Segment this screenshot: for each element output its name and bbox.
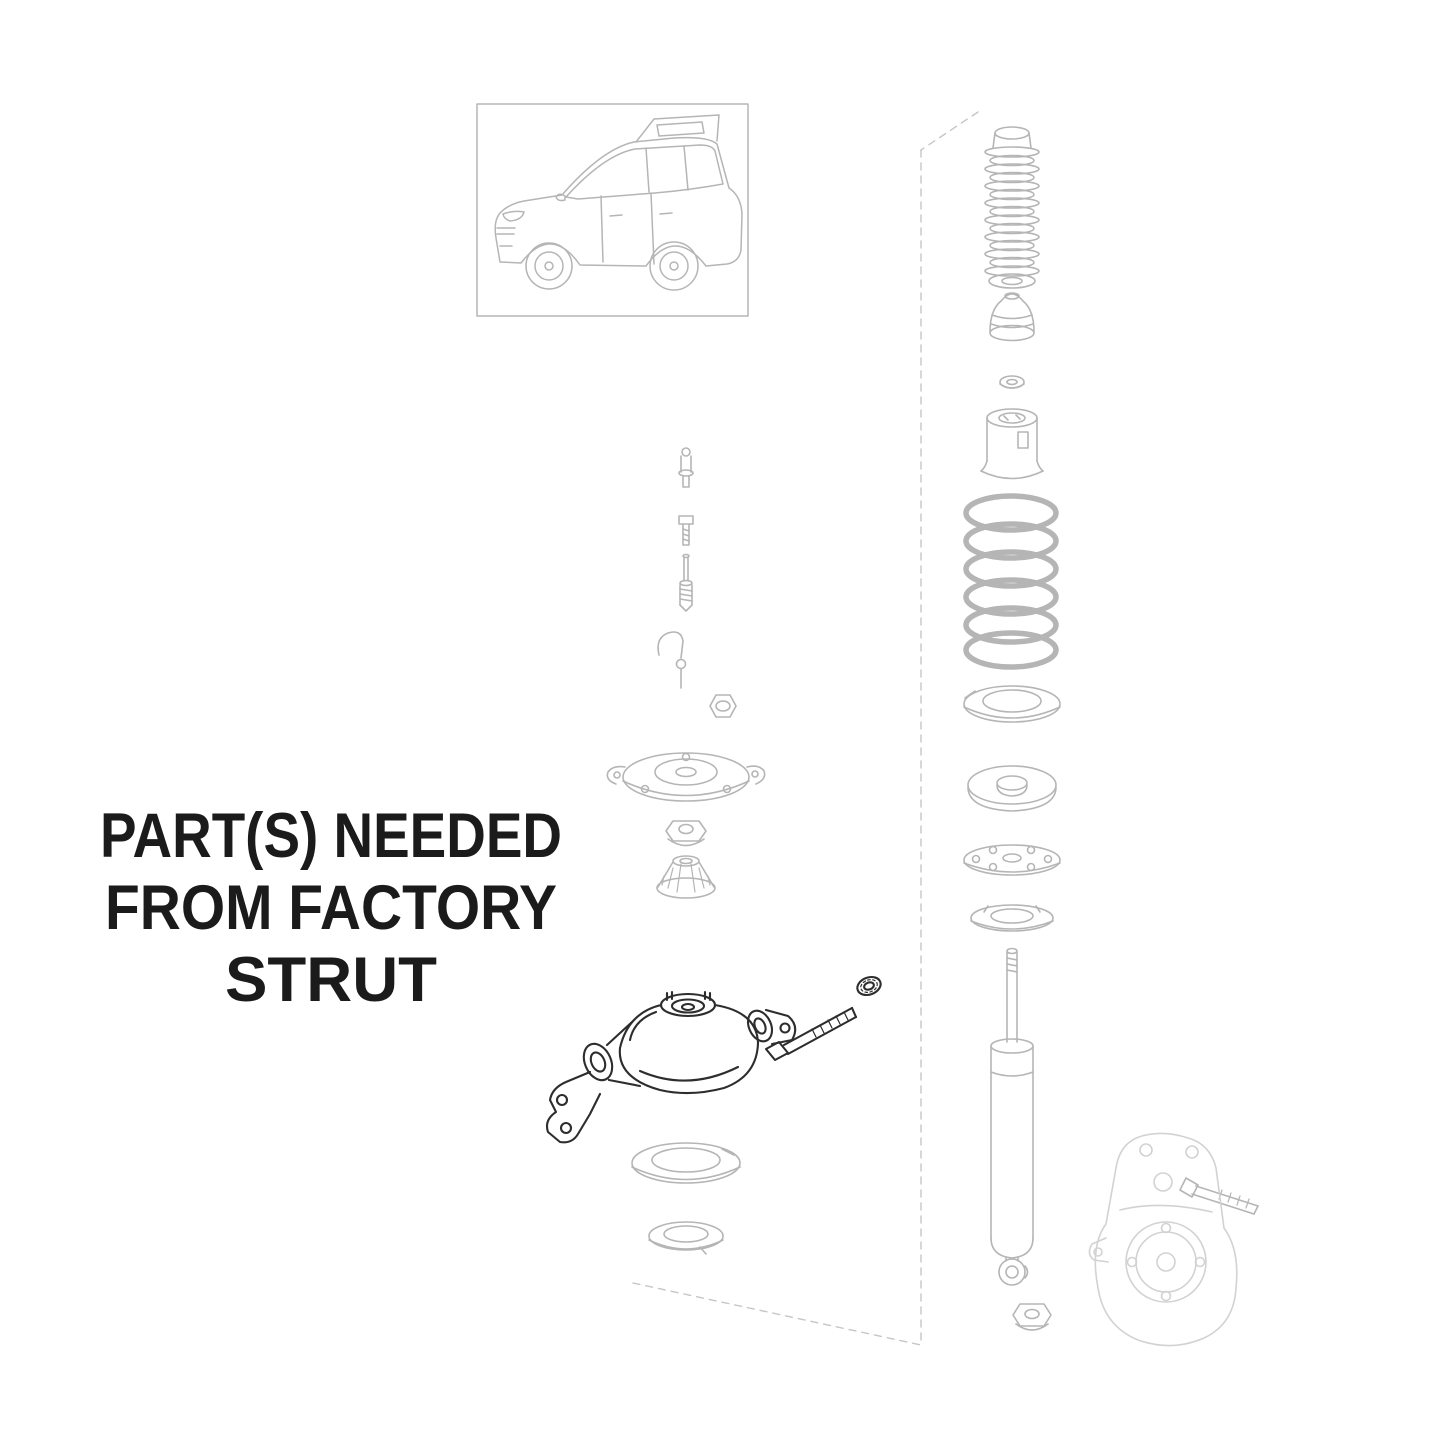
strut-top-mount-group (545, 975, 882, 1144)
serrated-washer (856, 975, 882, 997)
strut-top-mount (545, 990, 797, 1144)
factory-strut-column (606, 447, 766, 1255)
shock-absorber (990, 947, 1034, 1286)
vehicle-thumbnail (476, 103, 749, 317)
upper-mount-plate (606, 752, 766, 802)
guide-collar (980, 408, 1044, 480)
knuckle-bolt (1179, 1177, 1259, 1215)
threaded-stud (679, 553, 693, 612)
seat-plate (963, 844, 1061, 876)
annotation-line-3: STRUT (225, 945, 437, 1015)
knuckle-flange-nut (1012, 1303, 1052, 1331)
flange-nut (665, 820, 707, 847)
mount-bolt (764, 1006, 858, 1062)
suv-car-icon (494, 114, 743, 291)
bump-stop (989, 292, 1035, 342)
notched-ring (970, 904, 1054, 932)
dust-boot (984, 126, 1040, 289)
upper-spring-seat (631, 1142, 741, 1184)
retainer-hook (657, 631, 687, 689)
washer (999, 375, 1025, 389)
lower-spring-seat (648, 1221, 724, 1255)
steering-knuckle (1088, 1132, 1238, 1347)
coilover-column (963, 126, 1259, 1331)
dashed-line-top (920, 111, 979, 151)
rubber-isolator (967, 765, 1057, 812)
annotation-text: PART(S) NEEDED FROM FACTORY STRUT (100, 801, 562, 1015)
bleeder-pin (678, 447, 694, 488)
annotation-line-2: FROM FACTORY (105, 873, 557, 943)
spring-perch (963, 685, 1061, 723)
dashed-axis-lines (632, 111, 979, 1346)
coil-spring (963, 493, 1059, 670)
set-screw (678, 515, 694, 546)
thumbnail-border (476, 103, 749, 317)
hex-nut (709, 694, 737, 718)
annotation-line-1: PART(S) NEEDED (100, 801, 562, 871)
dashed-line-bottom (632, 1282, 922, 1346)
bearing (656, 855, 716, 899)
